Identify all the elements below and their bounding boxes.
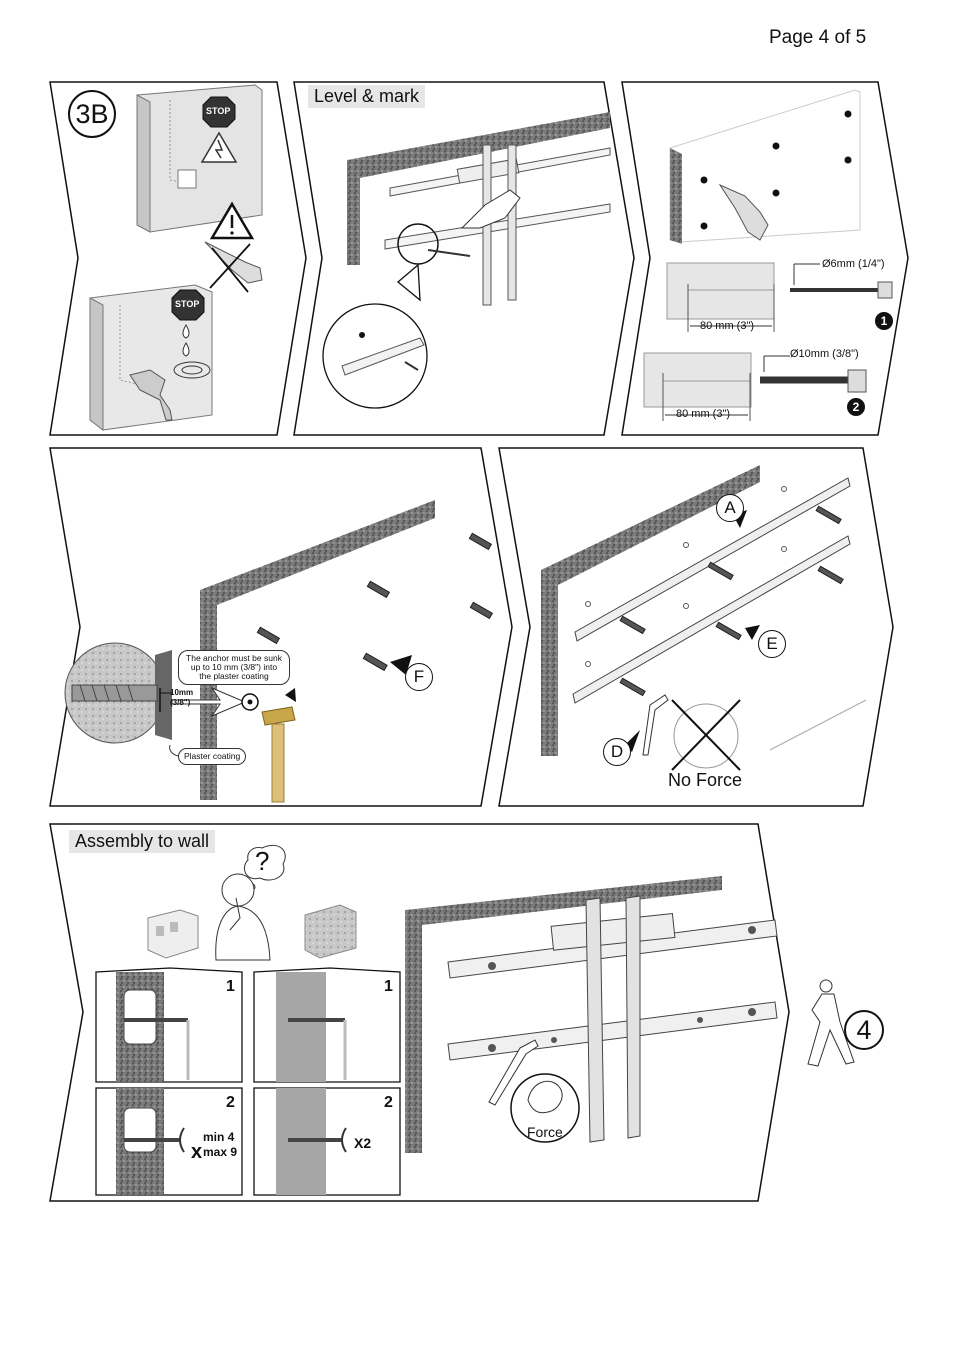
stop-sign-label: STOP [175,299,200,309]
hammer-icon [261,706,296,803]
water-pipe-box-illustration [89,284,213,432]
callout-e: E [758,630,786,658]
page-number: Page 4 of 5 [769,27,867,48]
electric-hazard-icon [200,131,238,163]
step-2-badge: 2 [847,398,865,416]
stop-sign-icon [202,96,236,128]
drill-bit-10mm-illustration [643,352,867,421]
solid-wall-step2-box [253,1087,401,1196]
qty-min: min 4 [203,1130,235,1144]
force-label: Force [527,1124,563,1140]
callout-d: D [603,738,631,766]
anchor-depth-inch: (3/8") [170,698,191,707]
walking-person-icon [807,979,855,1067]
box-step-number: 2 [226,1094,235,1111]
drill-bit-1-label: Ø6mm (1/4") [822,258,885,270]
box-step-number: 1 [226,978,235,995]
solid-block-icon [304,904,357,959]
drill-depth-1-label: 80 mm (3") [700,320,755,332]
no-force-icon [671,699,741,771]
marked-wall-illustration [669,89,861,244]
hollow-wall-step2-box [95,1087,243,1196]
qty-multiplier: x [191,1141,203,1163]
step-1-badge: 1 [875,312,893,330]
callout-a: A [716,494,744,522]
assembly-title: Assembly to wall [69,830,216,853]
wall-level-illustration [347,112,611,306]
anchor-detail-illustration [64,642,259,757]
drill-depth-2-label: 80 mm (3") [676,408,731,420]
wall-with-rails-illustration [541,465,867,756]
qty-max: max 9 [203,1145,238,1159]
step-4-label: 4 [844,1010,884,1050]
drill-bit-2-label: Ø10mm (3/8") [790,348,859,360]
level-mark-title: Level & mark [308,85,426,108]
anchor-depth-mm: 10mm [170,688,194,697]
warning-icon [209,201,255,240]
hollow-brick-icon [147,909,199,959]
box-step-number: 1 [384,978,393,995]
solid-wall-step1-box [253,967,401,1083]
thinking-person-illustration [215,844,286,961]
stop-sign-label: STOP [206,106,231,116]
step-3b-label: 3B [68,90,116,138]
force-icon [510,1073,580,1143]
callout-f: F [405,663,433,691]
qty-x2: X2 [354,1135,372,1151]
no-force-label: No Force [668,770,743,790]
drill-bit-6mm-illustration [666,262,893,332]
no-drill-icon [204,241,263,293]
box-step-number: 2 [384,1094,393,1111]
electric-box-illustration [136,84,263,233]
magnified-mark-illustration [322,263,428,409]
stop-sign-icon [171,289,205,321]
wall-with-anchors-illustration [200,500,494,800]
wall-bracket-assembly-illustration [405,876,778,1153]
plaster-coating-label: Plaster coating [178,748,247,765]
question-mark: ? [255,846,270,876]
anchor-depth-note: The anchor must be sunk up to 10 mm (3/8… [178,650,290,685]
hollow-wall-step1-box [95,967,243,1083]
